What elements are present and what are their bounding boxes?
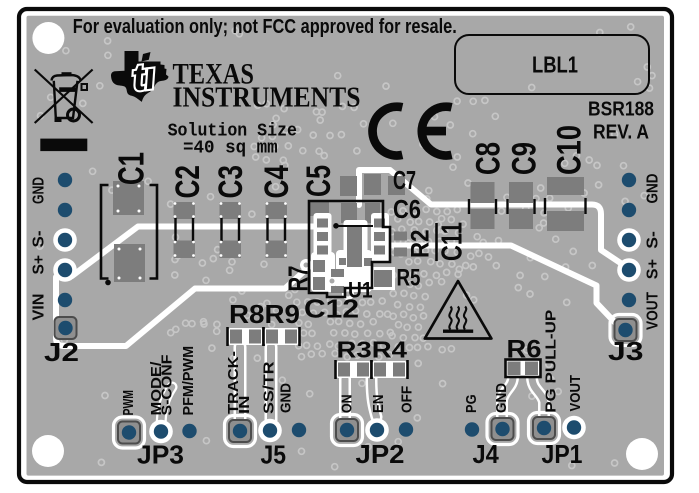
svg-text:BSR188: BSR188 bbox=[588, 98, 654, 121]
svg-text:C12: C12 bbox=[304, 294, 359, 324]
svg-text:S+: S+ bbox=[31, 255, 48, 275]
svg-text:VOUT: VOUT bbox=[567, 375, 584, 412]
svg-text:R2: R2 bbox=[407, 230, 435, 259]
svg-text:EN: EN bbox=[370, 394, 387, 413]
svg-text:U1: U1 bbox=[348, 278, 373, 303]
svg-text:PG: PG bbox=[463, 394, 480, 413]
svg-text:GND: GND bbox=[493, 383, 510, 413]
svg-text:SS/TR: SS/TR bbox=[260, 361, 277, 414]
svg-text:TEXAS: TEXAS bbox=[173, 58, 255, 91]
svg-text:PFM/PWM: PFM/PWM bbox=[180, 346, 197, 416]
svg-text:R7: R7 bbox=[283, 266, 314, 292]
svg-text:C1: C1 bbox=[111, 152, 152, 185]
svg-text:C6: C6 bbox=[393, 194, 421, 224]
svg-text:C2: C2 bbox=[169, 165, 207, 199]
svg-text:J5: J5 bbox=[261, 440, 287, 470]
svg-text:VIN: VIN bbox=[31, 294, 48, 321]
svg-text:OFF: OFF bbox=[399, 386, 416, 413]
svg-text:S-: S- bbox=[645, 231, 662, 249]
svg-text:J3: J3 bbox=[608, 336, 644, 366]
svg-text:ON: ON bbox=[339, 394, 356, 413]
svg-text:J4: J4 bbox=[473, 439, 500, 469]
svg-text:C4: C4 bbox=[258, 165, 296, 199]
svg-text:tı: tı bbox=[130, 55, 157, 98]
svg-text:Solution Size: Solution Size bbox=[168, 121, 297, 142]
svg-text:R3R4: R3R4 bbox=[337, 336, 408, 362]
svg-text:R8R9: R8R9 bbox=[229, 299, 300, 329]
svg-text:PWM: PWM bbox=[120, 390, 137, 416]
svg-text:JP3: JP3 bbox=[137, 440, 184, 470]
svg-text:GND: GND bbox=[31, 177, 48, 204]
svg-text:S-CONF: S-CONF bbox=[159, 355, 176, 416]
svg-text:REV. A: REV. A bbox=[593, 121, 649, 144]
svg-text:R5: R5 bbox=[397, 265, 421, 292]
svg-text:C10: C10 bbox=[551, 125, 589, 175]
svg-text:C5: C5 bbox=[300, 165, 338, 197]
svg-text:TRACK-: TRACK- bbox=[225, 351, 242, 414]
svg-text:C9: C9 bbox=[506, 142, 544, 175]
svg-text:GND: GND bbox=[645, 174, 662, 204]
svg-text:C8: C8 bbox=[470, 142, 508, 175]
svg-text:S-: S- bbox=[31, 231, 48, 248]
svg-text:C11: C11 bbox=[437, 222, 469, 261]
svg-text:IN: IN bbox=[236, 396, 253, 415]
svg-text:PG PULL-UP: PG PULL-UP bbox=[542, 310, 559, 413]
svg-text:S+: S+ bbox=[645, 259, 662, 279]
svg-text:GND: GND bbox=[277, 383, 294, 413]
svg-text:C3: C3 bbox=[212, 165, 250, 199]
svg-text:LBL1: LBL1 bbox=[532, 52, 578, 78]
svg-text:=40 sq mm: =40 sq mm bbox=[183, 138, 278, 159]
svg-text:C7: C7 bbox=[393, 165, 416, 195]
svg-text:JP2: JP2 bbox=[356, 439, 405, 469]
svg-text:INSTRUMENTS: INSTRUMENTS bbox=[173, 82, 361, 114]
svg-text:JP1: JP1 bbox=[542, 439, 583, 469]
svg-text:J2: J2 bbox=[44, 337, 79, 367]
svg-text:tı: tı bbox=[130, 55, 157, 98]
svg-text:R6: R6 bbox=[507, 336, 542, 364]
svg-text:For evaluation only; not FCC a: For evaluation only; not FCC approved fo… bbox=[73, 16, 457, 38]
svg-text:MODE/: MODE/ bbox=[148, 361, 165, 416]
svg-text:VOUT: VOUT bbox=[645, 292, 662, 330]
